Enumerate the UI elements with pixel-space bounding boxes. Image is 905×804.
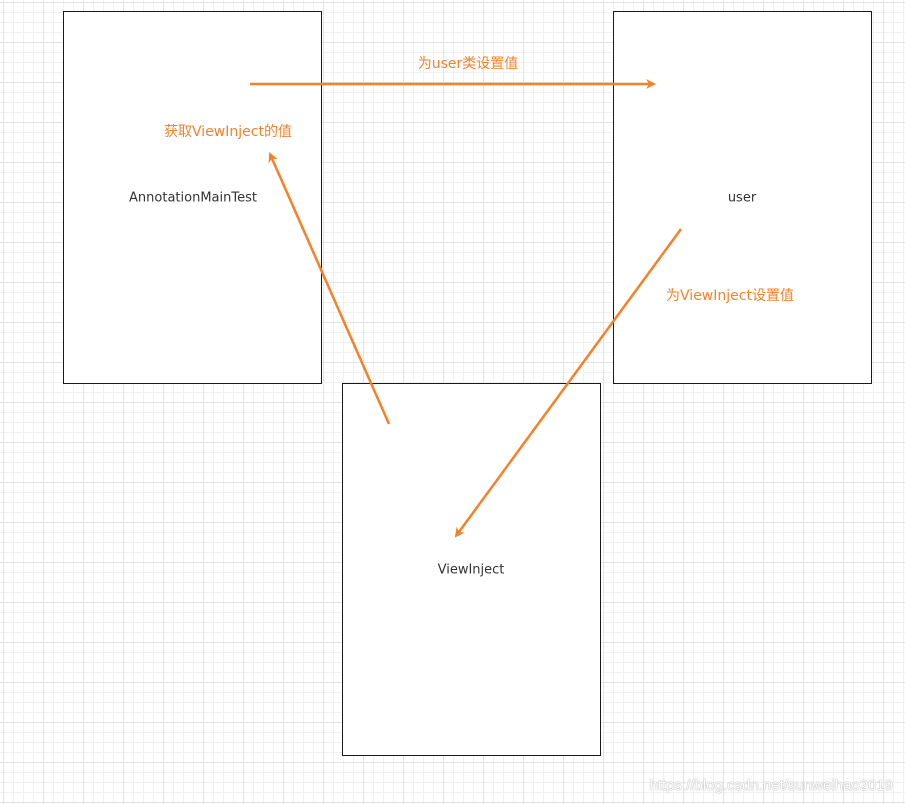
arrow-set-view-inject[interactable] [454, 228, 683, 538]
watermark: https://blog.csdn.net/sunweihao2019 [649, 777, 893, 794]
edge-label-get-view-inject: 获取ViewInject的值 [164, 124, 292, 140]
arrow-get-view-inject[interactable] [268, 152, 391, 425]
edge-label-set-user: 为user类设置值 [417, 56, 519, 72]
node-label-annotation-main-test: AnnotationMainTest [129, 190, 257, 206]
node-user[interactable] [613, 11, 872, 384]
node-label-view-inject: ViewInject [437, 562, 505, 578]
node-label-user: user [727, 190, 757, 206]
edge-label-set-view-inject: 为ViewInject设置值 [666, 288, 794, 304]
node-view-inject[interactable] [342, 383, 601, 756]
node-annotation-main-test[interactable] [63, 11, 322, 384]
